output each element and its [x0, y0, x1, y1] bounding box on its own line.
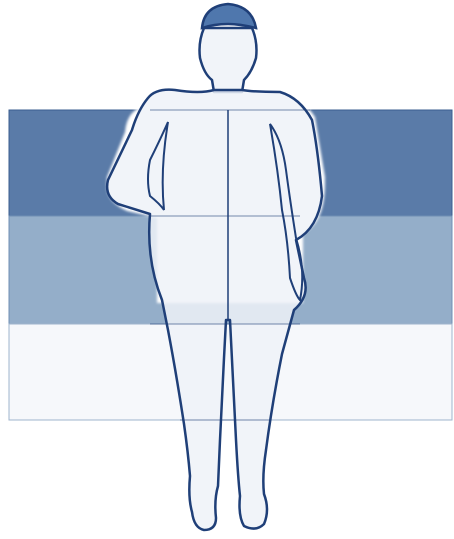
hair	[202, 4, 256, 28]
head	[200, 28, 257, 92]
